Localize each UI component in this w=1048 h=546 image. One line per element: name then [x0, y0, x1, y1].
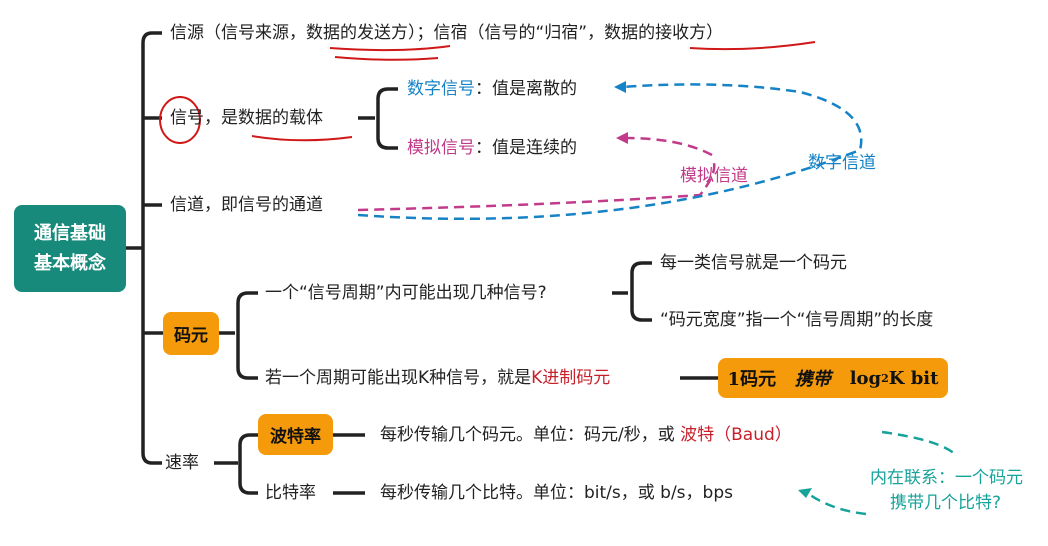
symbol-answer-2[interactable]: “码元宽度”指一个“信号周期”的长度 — [660, 310, 934, 330]
relation-note-1: 内在联系：一个码元 — [870, 468, 1023, 488]
k-ary-text: 若一个周期可能出现K种信号，就是 — [265, 368, 532, 388]
signal-carrier: 数据的载体 — [238, 108, 323, 128]
digital-channel-label: 数字信道 — [808, 153, 876, 173]
signal-sep: ，是 — [204, 108, 238, 128]
bit-rate-node[interactable]: 比特率 — [265, 483, 316, 503]
rate-node[interactable]: 速率 — [165, 453, 199, 473]
root-line1: 通信基础 — [34, 222, 106, 244]
analog-signal-label: 模拟信号 — [407, 138, 475, 158]
k-ary-node[interactable]: 若一个周期可能出现K种信号，就是K进制码元 — [265, 368, 610, 388]
formula-log: log — [849, 367, 882, 389]
analog-signal-node[interactable]: 模拟信号：值是连续的 — [407, 138, 577, 158]
source-end: ） — [706, 23, 724, 43]
symbol-node[interactable]: 码元 — [163, 312, 219, 355]
receiver-text: 数据的接收方 — [604, 23, 707, 43]
formula-part-a: 1码元 — [727, 369, 777, 390]
signal-node[interactable]: 信号，是数据的载体 — [170, 108, 323, 128]
source-text: 信源（信号来源， — [170, 23, 306, 43]
formula-sub: 2 — [881, 371, 889, 385]
digital-signal-label: 数字信号 — [407, 79, 475, 99]
formula-part-b: 携带 — [794, 369, 831, 390]
signal-circled: 信号 — [170, 108, 204, 128]
analog-signal-desc: ：值是连续的 — [475, 138, 577, 158]
sender-text: 数据的发送方 — [306, 23, 408, 43]
k-ary-red: K进制码元 — [531, 368, 611, 388]
baud-unit: 波特（Baud） — [680, 425, 792, 445]
formula-part-d: K bit — [888, 367, 939, 389]
root-node[interactable]: 通信基础 基本概念 — [14, 205, 126, 292]
trunk — [141, 31, 162, 465]
channel-node[interactable]: 信道，即信号的通道 — [170, 195, 323, 215]
symbol-question[interactable]: 一个“信号周期”内可能出现几种信号? — [265, 283, 547, 303]
analog-channel-label: 模拟信道 — [680, 166, 748, 186]
baud-desc-text: 每秒传输几个码元。单位：码元/秒，或 — [380, 425, 681, 445]
baud-rate-node[interactable]: 波特率 — [258, 414, 333, 455]
bit-rate-desc[interactable]: 每秒传输几个比特。单位：bit/s，或 b/s，bps — [380, 483, 733, 503]
sink-text: ）；信宿（信号的“归宿”， — [408, 23, 605, 43]
relation-note-2: 携带几个比特? — [890, 493, 1002, 513]
root-line2: 基本概念 — [34, 252, 106, 274]
digital-signal-desc: ：值是离散的 — [475, 79, 577, 99]
source-node[interactable]: 信源（信号来源，数据的发送方）；信宿（信号的“归宿”，数据的接收方） — [170, 23, 723, 43]
digital-signal-node[interactable]: 数字信号：值是离散的 — [407, 79, 577, 99]
handwritten-marks — [159, 41, 816, 144]
baud-rate-desc[interactable]: 每秒传输几个码元。单位：码元/秒，或 波特（Baud） — [380, 425, 792, 445]
symbol-answer-1[interactable]: 每一类信号就是一个码元 — [660, 253, 847, 273]
